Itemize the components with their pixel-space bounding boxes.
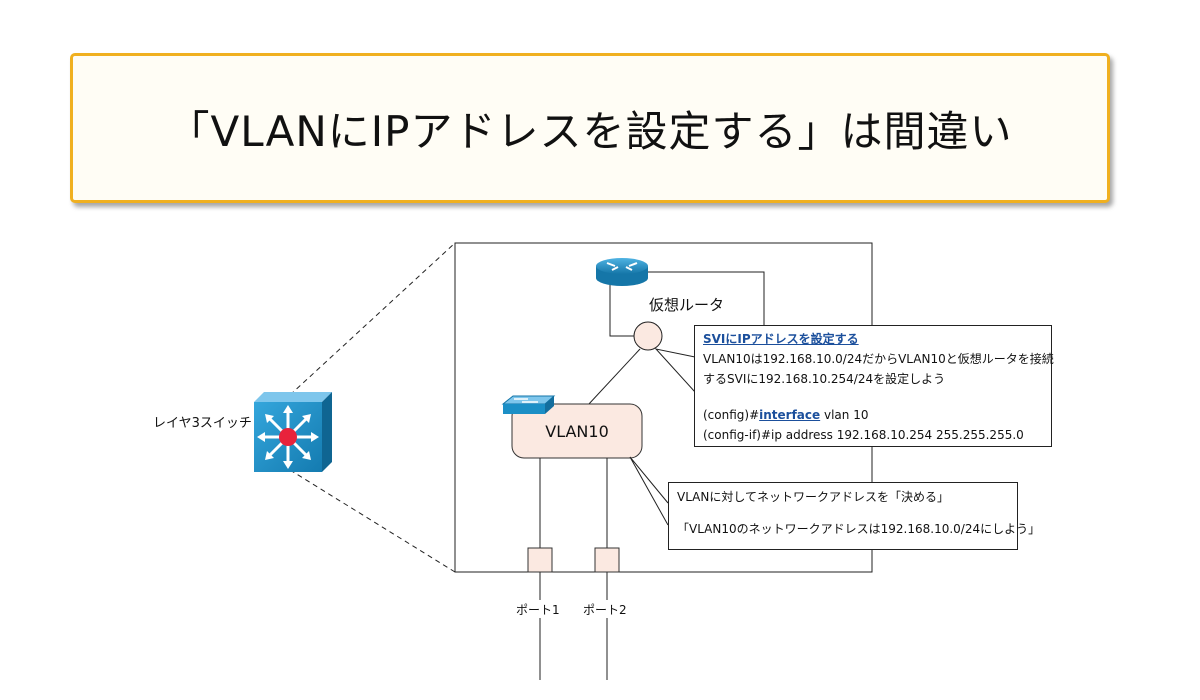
svi-interface-circle bbox=[633, 321, 663, 351]
title-banner: 「VLANにIPアドレスを設定する」は間違い bbox=[70, 53, 1110, 203]
callout-network: VLANに対してネットワークアドレスを「決める」 「VLAN10のネットワークア… bbox=[668, 482, 1041, 550]
port1-square bbox=[527, 547, 553, 573]
router-box-line-right bbox=[622, 271, 765, 336]
cmd1-prefix: (config)# bbox=[703, 408, 760, 422]
zoom-line-top bbox=[289, 242, 456, 396]
svi-vlan-link bbox=[587, 348, 641, 406]
vlan-box bbox=[511, 403, 643, 459]
svi-cmd2: (config-if)#ip address 192.168.10.254 25… bbox=[703, 428, 1024, 442]
svi-line2: するSVIに192.168.10.254/24を設定しよう bbox=[703, 372, 946, 386]
router-box-line-left bbox=[609, 285, 634, 337]
vlan-label: VLAN10 bbox=[545, 421, 609, 441]
cmd1-suffix: vlan 10 bbox=[820, 408, 869, 422]
router-icon bbox=[596, 258, 648, 286]
layer3-switch-label: レイヤ3スイッチ bbox=[153, 416, 252, 431]
callout-svi: SVIにIPアドレスを設定する VLAN10は192.168.10.0/24だか… bbox=[694, 325, 1054, 447]
page-title: 「VLANにIPアドレスを設定する」は間違い bbox=[167, 106, 1013, 156]
zoom-line-bottom bbox=[289, 469, 456, 573]
network-line2: 「VLAN10のネットワークアドレスは192.168.10.0/24にしよう」 bbox=[677, 522, 1041, 536]
l2-switch-icon bbox=[501, 395, 556, 414]
interface-keyword-link[interactable]: interface bbox=[759, 408, 821, 422]
svi-line1: VLAN10は192.168.10.0/24だからVLAN10と仮想ルータを接続 bbox=[703, 352, 1054, 366]
layer3-switch-icon bbox=[254, 392, 332, 472]
callout-network-pointer bbox=[629, 456, 669, 526]
port2-square bbox=[594, 547, 620, 573]
network-line1: VLANに対してネットワークアドレスを「決める」 bbox=[677, 490, 949, 504]
svi-cmd1: (config)#interface vlan 10 bbox=[703, 405, 1043, 425]
port1-label: ポート1 bbox=[516, 603, 560, 617]
svi-heading-link[interactable]: SVIにIPアドレスを設定する bbox=[703, 332, 859, 346]
port2-label: ポート2 bbox=[583, 603, 627, 617]
virtual-router-label: 仮想ルータ bbox=[649, 296, 725, 314]
callout-svi-pointer bbox=[654, 348, 696, 393]
